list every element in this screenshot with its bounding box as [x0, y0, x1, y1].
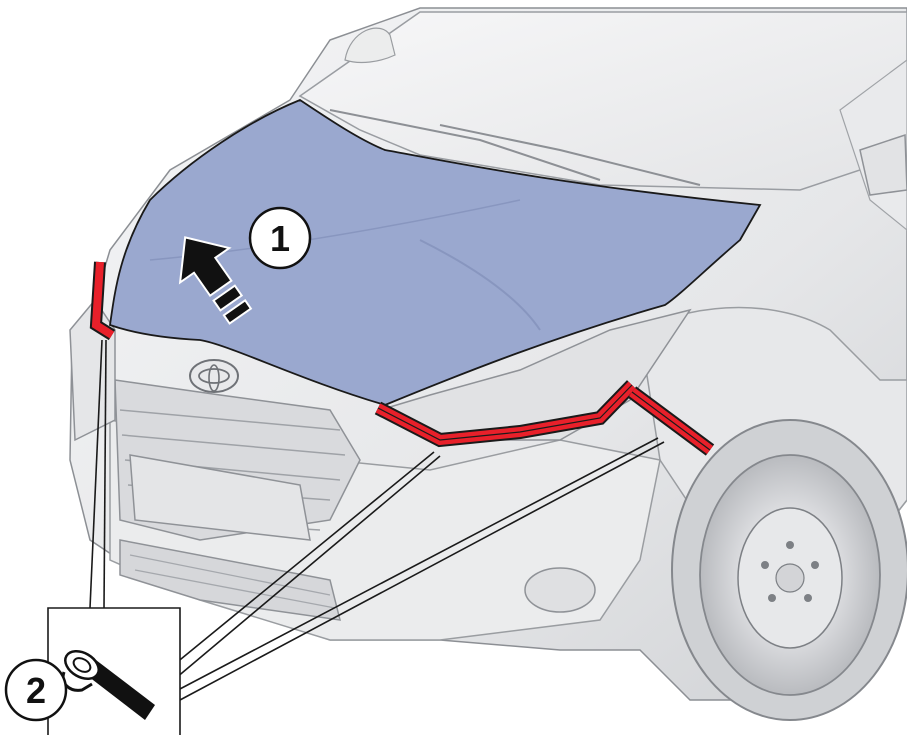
toyota-emblem-icon: [190, 360, 238, 392]
tape-callout-box: [48, 608, 180, 735]
callout-1-label: 1: [270, 218, 290, 259]
fog-light: [525, 568, 595, 612]
callout-2: 2: [6, 660, 66, 720]
callout-2-label: 2: [26, 670, 46, 711]
callout-1: 1: [250, 208, 310, 268]
front-wheel: [672, 420, 907, 720]
